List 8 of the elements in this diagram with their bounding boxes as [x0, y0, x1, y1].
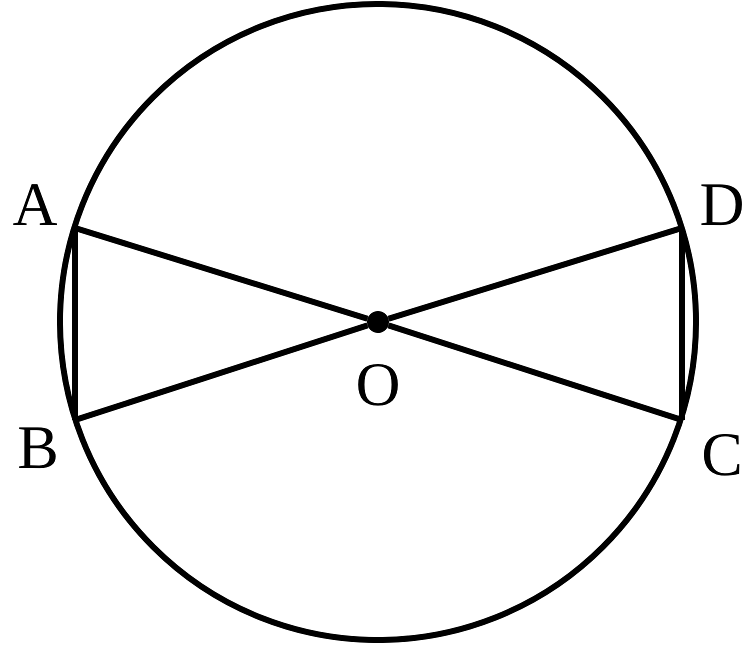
- center-point: [367, 311, 389, 333]
- point-label: D: [700, 174, 744, 236]
- point-label: B: [17, 417, 59, 479]
- point-label: A: [12, 174, 58, 236]
- line-segment: [74, 225, 368, 322]
- point-label: C: [701, 424, 743, 486]
- point-label: O: [356, 354, 400, 416]
- line-segment: [679, 228, 685, 420]
